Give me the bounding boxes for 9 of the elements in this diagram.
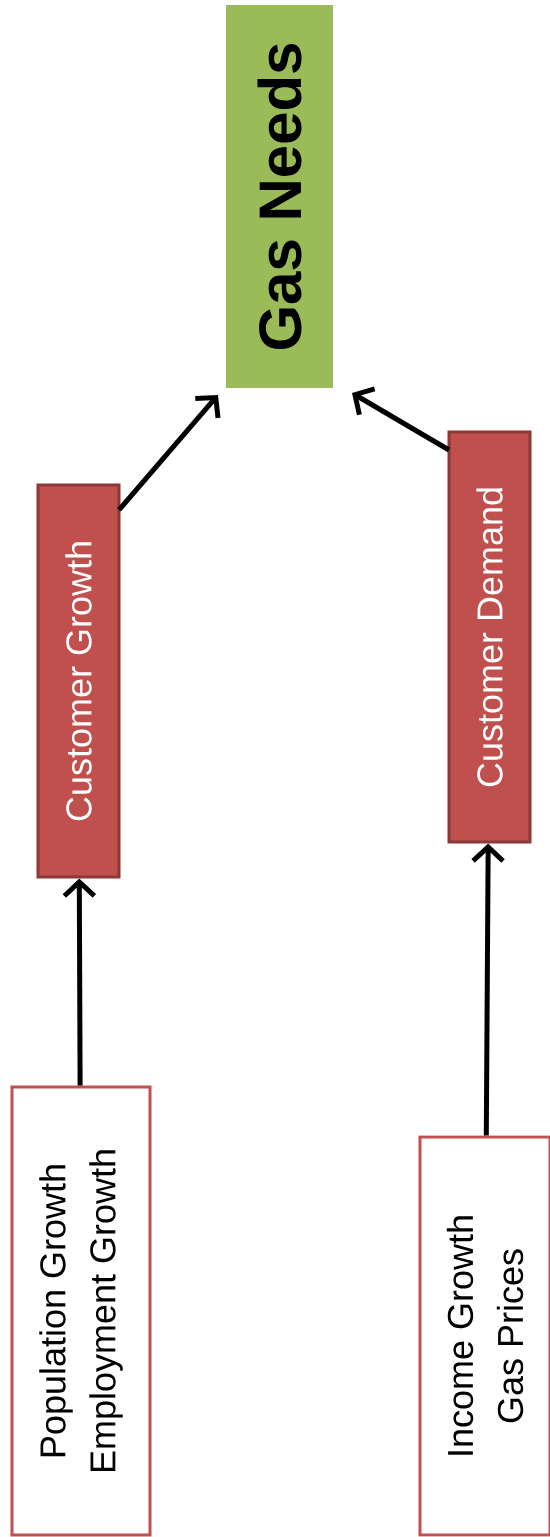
- driver-box: Population Growth Employment Growth: [10, 1085, 152, 1537]
- arrow: [117, 395, 221, 512]
- factor-box: Customer Growth: [36, 483, 121, 879]
- factor-box: Customer Demand: [447, 430, 532, 844]
- arrow: [471, 843, 505, 1136]
- arrow: [352, 386, 451, 453]
- arrow: [62, 878, 97, 1086]
- driver-box: Income Growth Gas Prices: [418, 1135, 550, 1537]
- goal-box: Gas Needs: [226, 5, 333, 388]
